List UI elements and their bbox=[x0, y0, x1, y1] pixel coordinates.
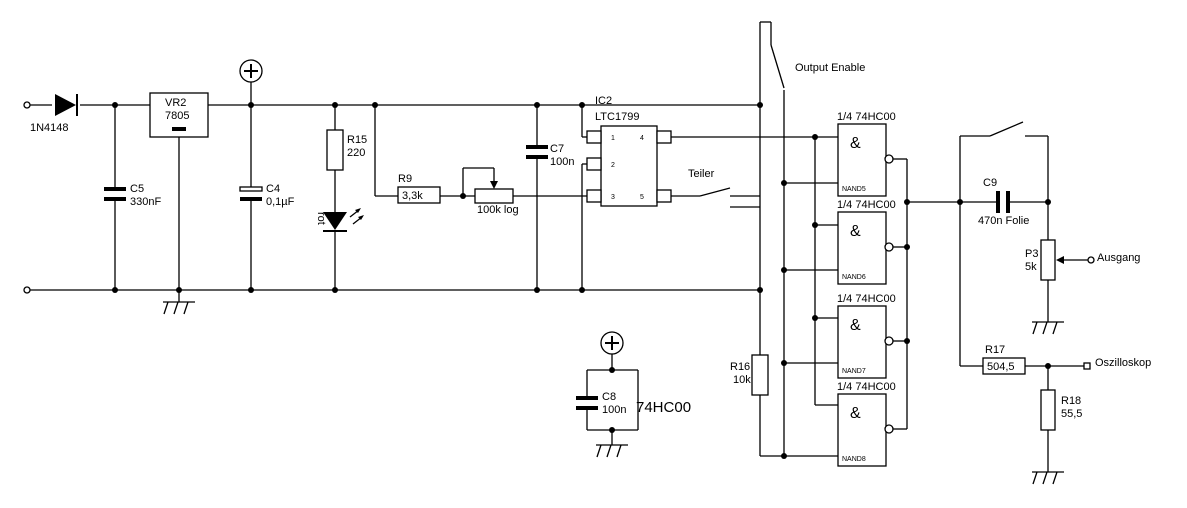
supply-symbol-1 bbox=[239, 59, 263, 83]
resistor-r18 bbox=[1040, 389, 1056, 431]
ic2-pin-2: 2 bbox=[611, 162, 615, 169]
capacitor-c5-value: 330nF bbox=[130, 196, 161, 208]
ic2-value: LTC1799 bbox=[595, 111, 639, 123]
resistor-r9-value: 3,3k bbox=[402, 190, 423, 202]
ground-symbol-c8 bbox=[596, 444, 628, 458]
gate-2-header: 1/4 74HC00 bbox=[837, 199, 896, 211]
capacitor-c5-name: C5 bbox=[130, 183, 144, 195]
ausgang-terminal bbox=[1087, 256, 1095, 264]
gate-4-header: 1/4 74HC00 bbox=[837, 381, 896, 393]
capacitor-c9-name: C9 bbox=[983, 177, 997, 189]
gate-1-header: 1/4 74HC00 bbox=[837, 111, 896, 123]
gate-3-symbol: & bbox=[850, 317, 861, 334]
gate-3-label: NAND7 bbox=[842, 368, 866, 375]
capacitor-c9 bbox=[996, 191, 1010, 213]
teiler-label: Teiler bbox=[688, 168, 715, 180]
capacitor-c8-note: 74HC00 bbox=[636, 399, 691, 416]
regulator-vr2-name: VR2 bbox=[165, 97, 186, 109]
led-label: rot bbox=[315, 212, 327, 225]
resistor-r17-value: 504,5 bbox=[987, 361, 1015, 373]
capacitor-c5 bbox=[104, 187, 126, 201]
potentiometer-100k bbox=[462, 167, 514, 204]
gate-4-symbol: & bbox=[850, 405, 861, 422]
gate-1-label: NAND5 bbox=[842, 186, 866, 193]
capacitor-c9-value: 470n Folie bbox=[978, 215, 1029, 227]
capacitor-c4-value: 0,1µF bbox=[266, 196, 295, 208]
resistor-r16-name: R16 bbox=[730, 361, 750, 373]
gate-3-header: 1/4 74HC00 bbox=[837, 293, 896, 305]
ic2-name: IC2 bbox=[595, 95, 612, 107]
capacitor-c8-name: C8 bbox=[602, 391, 616, 403]
input-terminal-ground bbox=[23, 286, 31, 294]
resistor-r16 bbox=[751, 354, 769, 396]
capacitor-c4 bbox=[239, 186, 263, 201]
ic2-pin-4: 4 bbox=[640, 135, 644, 142]
gate-2-label: NAND6 bbox=[842, 274, 866, 281]
nand-gate-6 bbox=[837, 211, 894, 285]
ic2-body bbox=[586, 125, 672, 207]
input-terminal-positive bbox=[23, 101, 31, 109]
diode-d1 bbox=[55, 94, 78, 116]
ground-symbol-p3 bbox=[1032, 321, 1064, 335]
capacitor-c8 bbox=[576, 396, 598, 410]
output-enable-label: Output Enable bbox=[795, 62, 865, 74]
junction-dots bbox=[112, 102, 1051, 459]
nand-gate-5 bbox=[837, 123, 894, 197]
resistor-r9 bbox=[397, 186, 441, 204]
gate-1-symbol: & bbox=[850, 135, 861, 152]
resistor-r9-name: R9 bbox=[398, 173, 412, 185]
ic2-pin-5: 5 bbox=[640, 194, 644, 201]
potentiometer-p3 bbox=[1040, 239, 1056, 281]
resistor-r15-value: 220 bbox=[347, 147, 365, 159]
capacitor-c7 bbox=[526, 145, 548, 159]
resistor-r15-name: R15 bbox=[347, 134, 367, 146]
supply-symbol-2 bbox=[600, 331, 624, 355]
diode-d1-label: 1N4148 bbox=[30, 122, 69, 134]
capacitor-c7-name: C7 bbox=[550, 143, 564, 155]
ground-symbol-r18 bbox=[1032, 471, 1064, 485]
ic2-pin-3: 3 bbox=[611, 194, 615, 201]
capacitor-c8-value: 100n bbox=[602, 404, 626, 416]
ausgang-label: Ausgang bbox=[1097, 252, 1140, 264]
resistor-r16-value: 10k bbox=[733, 374, 751, 386]
regulator-vr2-value: 7805 bbox=[165, 110, 189, 122]
capacitor-c4-name: C4 bbox=[266, 183, 280, 195]
resistor-r18-name: R18 bbox=[1061, 395, 1081, 407]
resistor-r17-name: R17 bbox=[985, 344, 1005, 356]
capacitor-c7-value: 100n bbox=[550, 156, 574, 168]
potentiometer-p3-value: 5k bbox=[1025, 261, 1037, 273]
nand-gate-7 bbox=[837, 305, 894, 379]
nand-gate-8 bbox=[837, 393, 894, 467]
gate-2-symbol: & bbox=[850, 223, 861, 240]
resistor-r15 bbox=[326, 129, 344, 171]
potentiometer-value: 100k log bbox=[477, 204, 519, 216]
gate-4-label: NAND8 bbox=[842, 456, 866, 463]
potentiometer-p3-name: P3 bbox=[1025, 248, 1038, 260]
led-red bbox=[323, 208, 364, 232]
oszilloskop-terminal bbox=[1083, 362, 1091, 370]
oszilloskop-label: Oszilloskop bbox=[1095, 357, 1151, 369]
ground-symbol-1 bbox=[163, 301, 195, 315]
ic2-pin-1: 1 bbox=[611, 135, 615, 142]
resistor-r18-value: 55,5 bbox=[1061, 408, 1082, 420]
